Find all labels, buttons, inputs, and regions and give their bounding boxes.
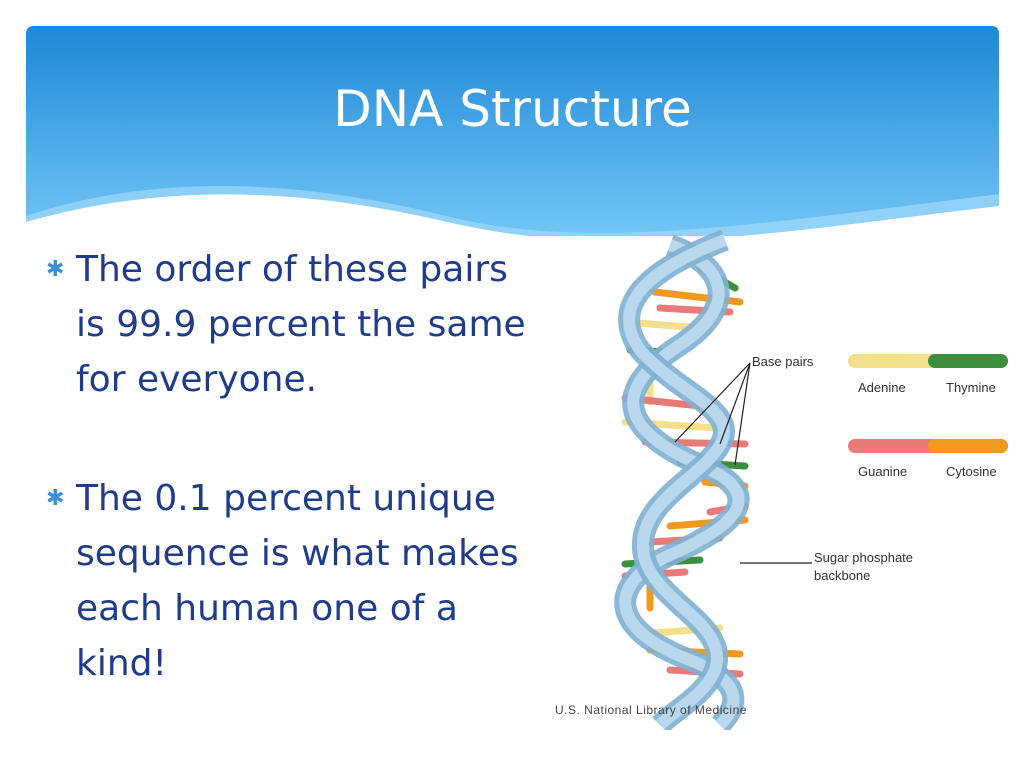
image-credit: U.S. National Library of Medicine (555, 703, 747, 717)
label-backbone-line1: Sugar phosphate (814, 550, 914, 565)
bullet-item: ✱ The order of these pairs is 99.9 perce… (46, 242, 546, 407)
bullet-list: ✱ The order of these pairs is 99.9 perce… (46, 242, 546, 755)
legend-cytosine: Cytosine (946, 464, 997, 479)
pointer-lines (674, 362, 812, 564)
label-base-pairs: Base pairs (752, 354, 814, 369)
slide-title: DNA Structure (333, 80, 692, 138)
label-backbone-line2: backbone (814, 568, 871, 583)
bullet-text: The 0.1 percent unique sequence is what … (76, 478, 519, 684)
cytosine-bar (928, 439, 1008, 453)
asterisk-icon: ✱ (46, 257, 65, 282)
double-helix-illustration (614, 229, 1008, 734)
bullet-text: The order of these pairs is 99.9 percent… (76, 249, 526, 400)
legend-adenine: Adenine (858, 380, 906, 395)
dna-diagram: Base pairs Adenine Thymine Guanine Cytos… (550, 229, 1010, 734)
legend-thymine: Thymine (946, 380, 996, 395)
thymine-bar (928, 354, 1008, 368)
bullet-item: ✱ The 0.1 percent unique sequence is wha… (46, 471, 546, 691)
legend-guanine: Guanine (858, 464, 908, 479)
asterisk-icon: ✱ (46, 486, 65, 511)
title-banner (26, 26, 999, 236)
